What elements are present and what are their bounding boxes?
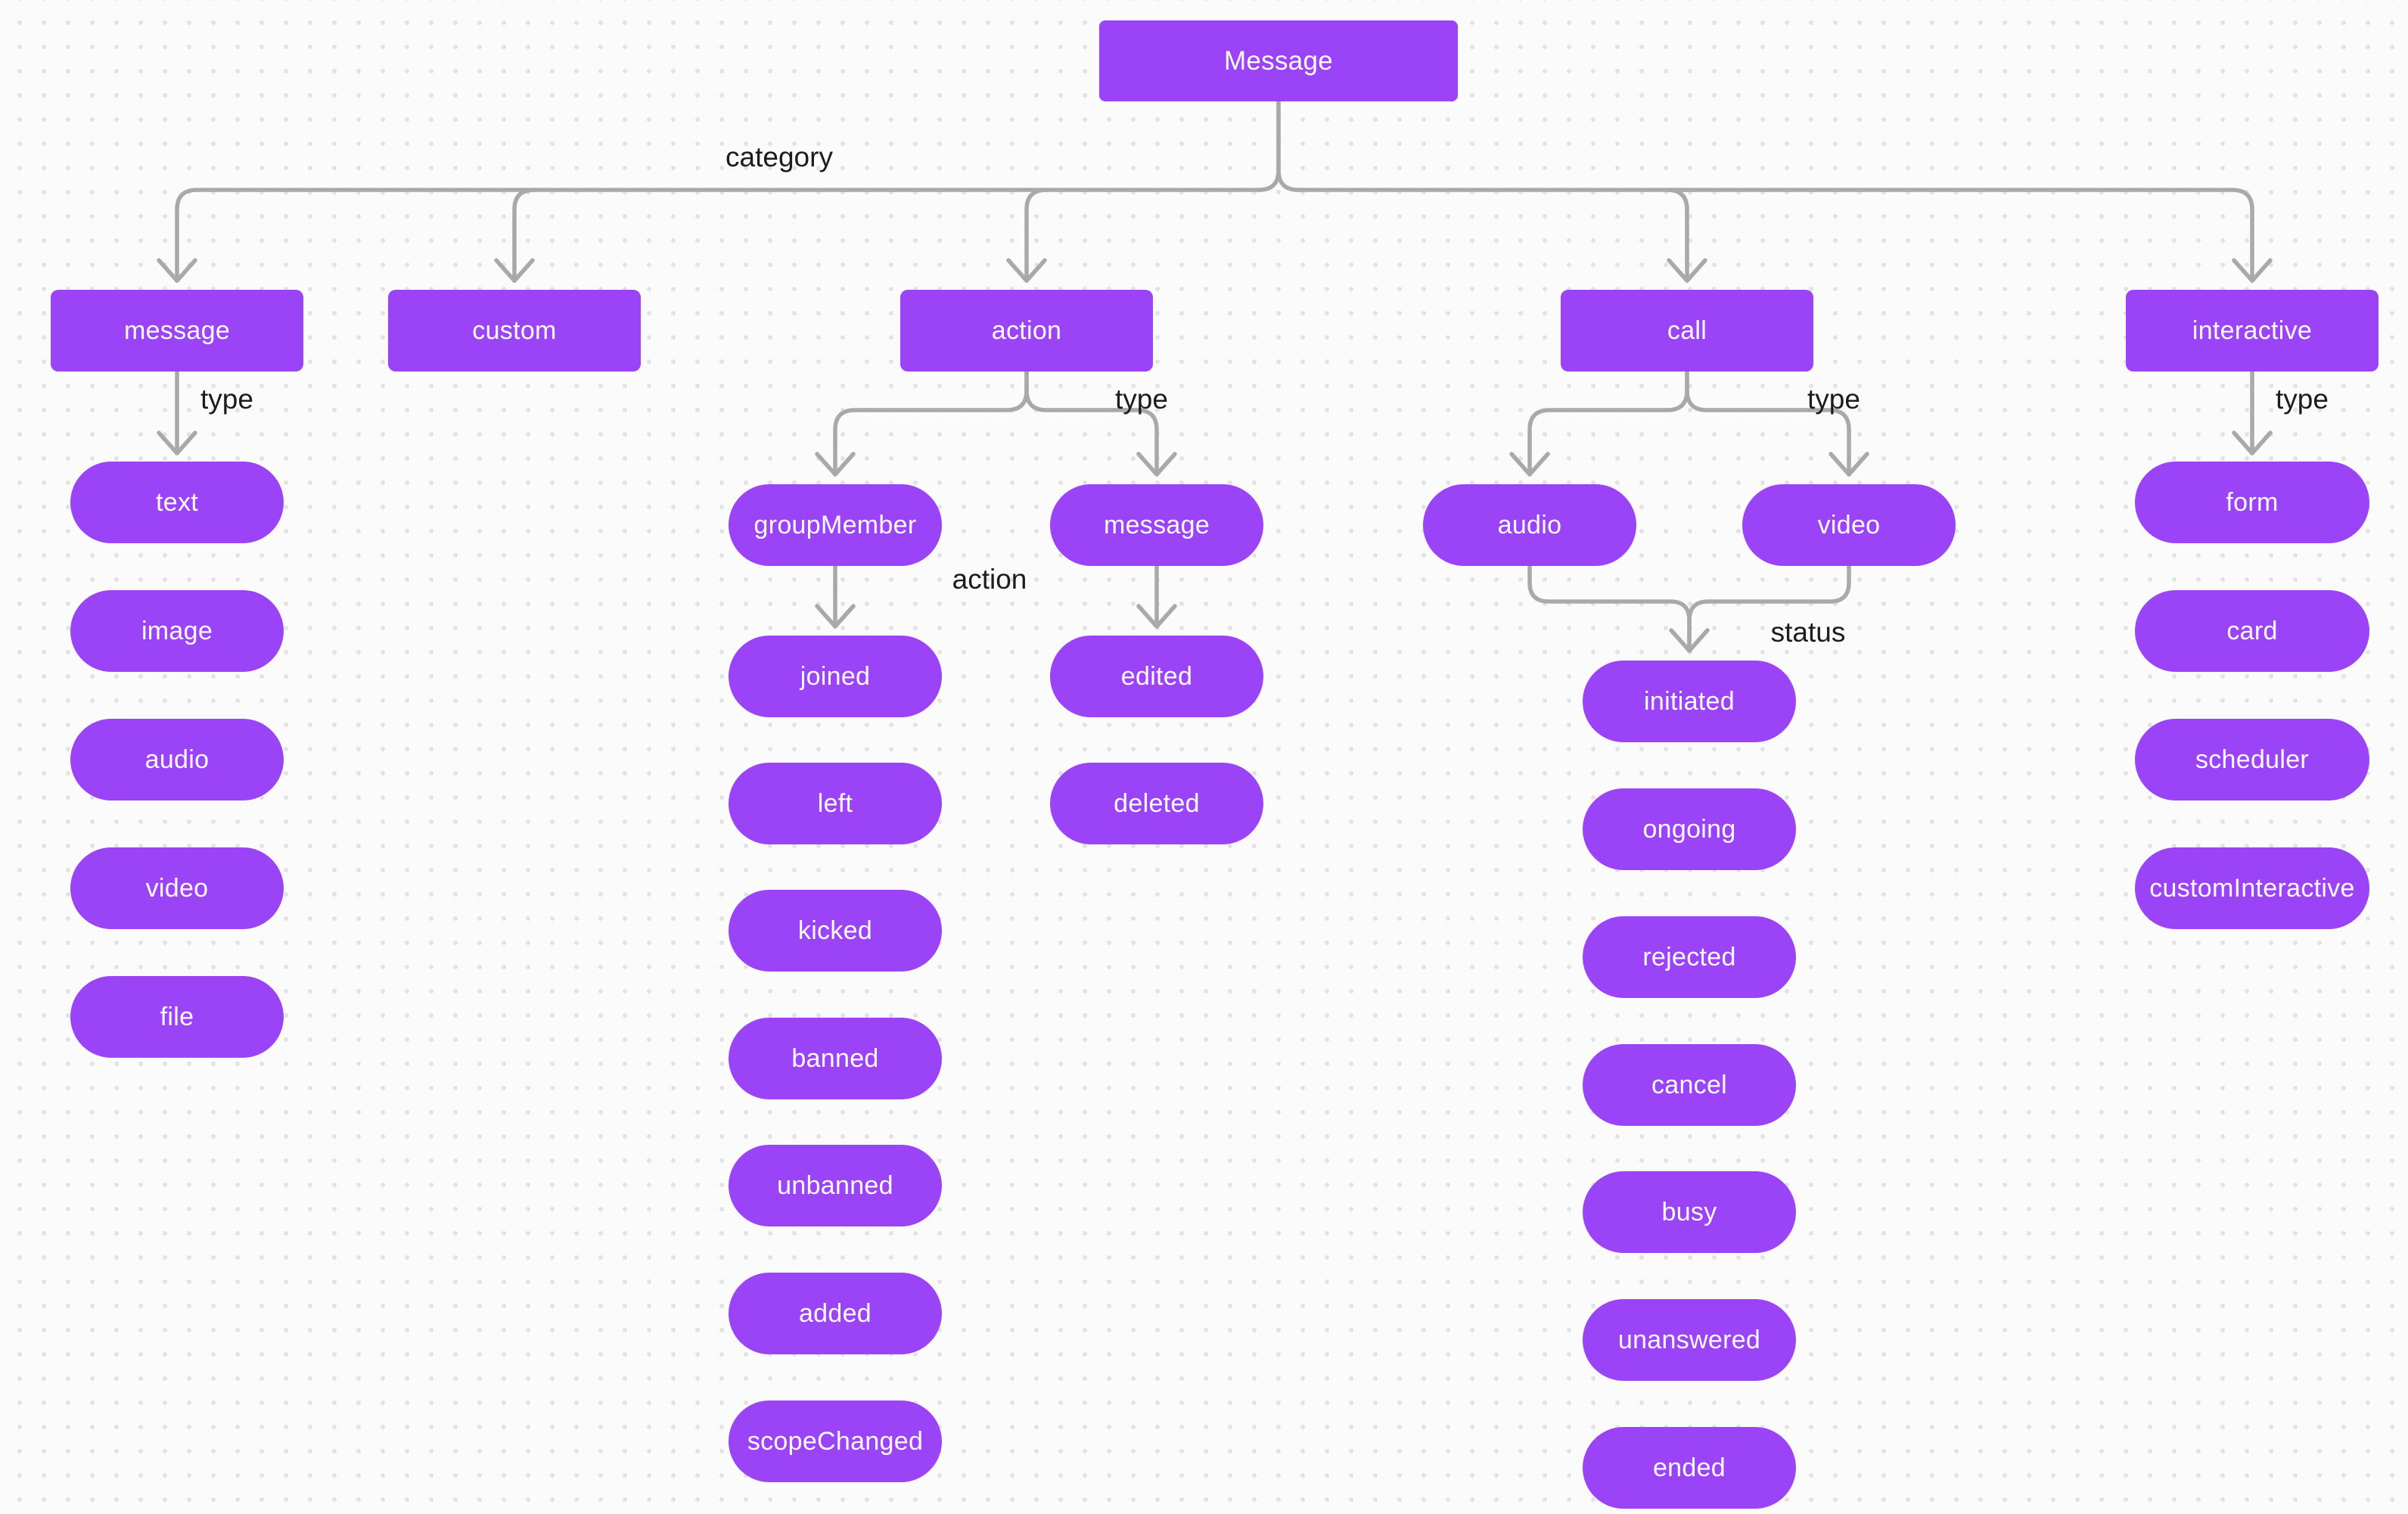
edge-label-type-interactive[interactable]: type [2276, 384, 2329, 415]
node-action-edited[interactable]: edited [1050, 636, 1263, 717]
node-type-file[interactable]: file [70, 976, 284, 1058]
edge-action-to-groupmember [833, 369, 1029, 477]
node-status-initiated[interactable]: initiated [1583, 661, 1796, 742]
arrowhead [2232, 258, 2273, 283]
edge-spine-to-custom [512, 188, 536, 283]
edge-label-type-action[interactable]: type [1115, 384, 1168, 415]
node-action-left[interactable]: left [729, 763, 942, 844]
node-action-unbanned[interactable]: unbanned [729, 1145, 942, 1226]
edge-call-to-audio [1527, 369, 1689, 477]
arrowhead [494, 258, 535, 283]
node-action-joined[interactable]: joined [729, 636, 942, 717]
edge-label-type-call[interactable]: type [1807, 384, 1860, 415]
node-status-ongoing[interactable]: ongoing [1583, 788, 1796, 870]
node-type-card[interactable]: card [2135, 590, 2369, 672]
node-type-image[interactable]: image [70, 590, 284, 672]
arrowhead [1509, 452, 1550, 477]
node-type-message[interactable]: message [1050, 484, 1263, 566]
arrowhead [815, 604, 856, 629]
node-type-scheduler[interactable]: scheduler [2135, 719, 2369, 801]
arrowhead [1829, 452, 1869, 477]
node-status-rejected[interactable]: rejected [1583, 916, 1796, 998]
edge-label-action[interactable]: action [952, 564, 1027, 595]
node-type-call-audio[interactable]: audio [1423, 484, 1636, 566]
arrowhead [1667, 258, 1707, 283]
node-type-custominteractive[interactable]: customInteractive [2135, 847, 2369, 929]
edge-audio-to-status [1527, 564, 1692, 653]
node-category-interactive[interactable]: interactive [2126, 290, 2378, 372]
arrowhead [1136, 452, 1177, 477]
arrowhead [1136, 604, 1177, 629]
arrowhead [815, 452, 856, 477]
edge-action-to-message [1024, 369, 1159, 477]
edge-root-to-message [175, 99, 1281, 283]
node-type-audio[interactable]: audio [70, 719, 284, 801]
node-category-custom[interactable]: custom [388, 290, 641, 372]
node-type-groupmember[interactable]: groupMember [729, 484, 942, 566]
arrowhead [157, 431, 197, 455]
edge-spine-to-action [1024, 188, 1049, 283]
edge-label-category[interactable]: category [726, 141, 833, 173]
edge-label-type-message[interactable]: type [200, 384, 253, 415]
node-category-call[interactable]: call [1561, 290, 1813, 372]
node-message-root[interactable]: Message [1099, 20, 1458, 101]
edge-video-to-status [1687, 564, 1851, 653]
node-type-call-video[interactable]: video [1742, 484, 1956, 566]
arrowhead [2232, 431, 2273, 455]
arrowhead [1669, 628, 1710, 653]
edge-label-status[interactable]: status [1770, 617, 1846, 648]
node-action-banned[interactable]: banned [729, 1018, 942, 1099]
node-type-form[interactable]: form [2135, 462, 2369, 543]
node-type-video[interactable]: video [70, 847, 284, 929]
arrowhead [1006, 258, 1047, 283]
edge-spine-to-call [1665, 188, 1689, 283]
node-action-scopechanged[interactable]: scopeChanged [729, 1401, 942, 1482]
node-status-cancel[interactable]: cancel [1583, 1044, 1796, 1126]
node-status-unanswered[interactable]: unanswered [1583, 1299, 1796, 1381]
node-status-busy[interactable]: busy [1583, 1171, 1796, 1253]
node-status-ended[interactable]: ended [1583, 1427, 1796, 1509]
arrowhead [157, 258, 197, 283]
node-action-kicked[interactable]: kicked [729, 890, 942, 972]
edge-root-to-interactive [1276, 99, 2254, 283]
node-action-added[interactable]: added [729, 1273, 942, 1354]
node-category-action[interactable]: action [900, 290, 1153, 372]
edge-call-to-video [1685, 369, 1851, 477]
node-type-text[interactable]: text [70, 462, 284, 543]
node-category-message[interactable]: message [51, 290, 303, 372]
node-action-deleted[interactable]: deleted [1050, 763, 1263, 844]
